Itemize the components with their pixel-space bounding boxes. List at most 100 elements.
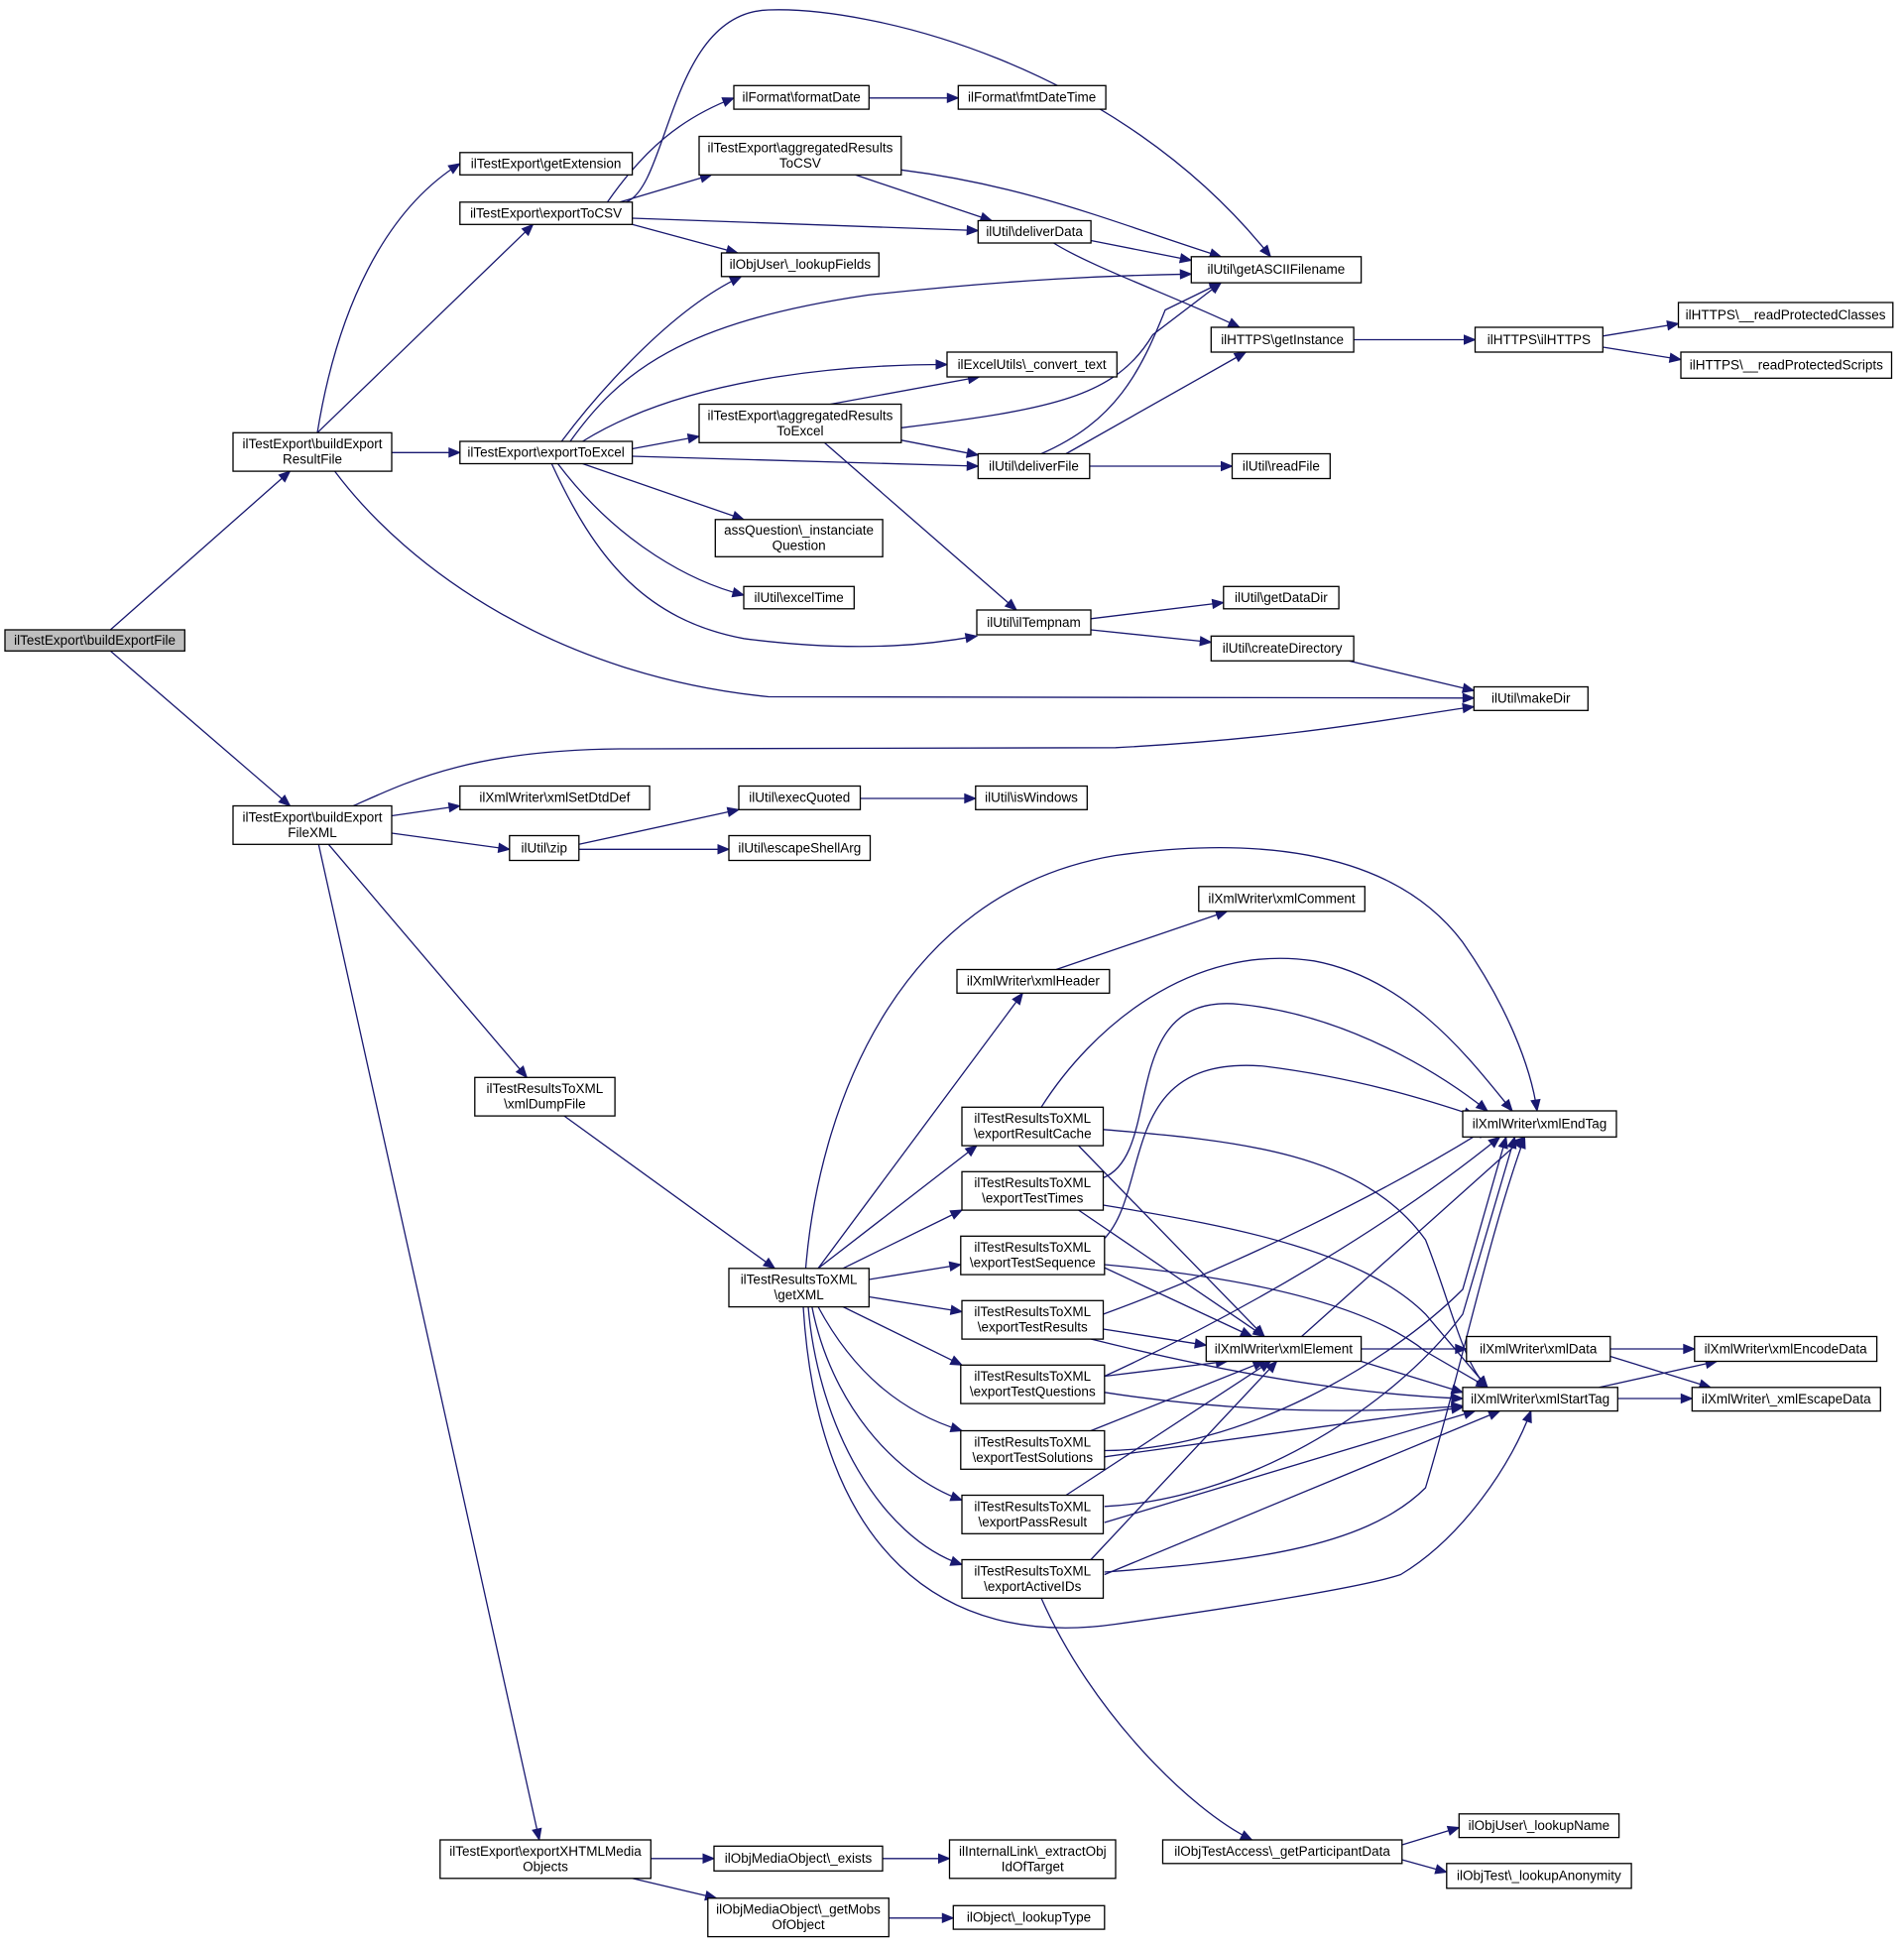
- node-exportResultCache[interactable]: ilTestResultsToXML\exportResultCache: [961, 1106, 1105, 1147]
- node-formatDate[interactable]: ilFormat\formatDate: [733, 84, 870, 110]
- node-exportToCSV[interactable]: ilTestExport\exportToCSV: [459, 201, 634, 225]
- node-getASCIIFilename[interactable]: ilUtil\getASCIIFilename: [1190, 256, 1363, 284]
- edge-xmlHeader-to-xmlComment: [1055, 910, 1229, 971]
- edge-line: [1361, 1360, 1464, 1394]
- node-xmlComment[interactable]: ilXmlWriter\xmlComment: [1198, 886, 1366, 913]
- node-label: ilObjMediaObject\_getMobs: [716, 1902, 881, 1917]
- edge-line: [569, 273, 1192, 442]
- node-exportTestSequence[interactable]: ilTestResultsToXML\exportTestSequence: [960, 1235, 1106, 1276]
- node-readFile[interactable]: ilUtil\readFile: [1231, 452, 1331, 480]
- edge-aggregatedResultsToExcel-to-convertText: [830, 373, 981, 406]
- node-readProtectedClasses[interactable]: ilHTTPS\__readProtectedClasses: [1677, 302, 1894, 328]
- node-convertText[interactable]: ilExcelUtils\_convert_text: [946, 351, 1118, 378]
- node-label: ilXmlWriter\xmlEndTag: [1473, 1116, 1607, 1131]
- node-label: ilObjMediaObject\_exists: [725, 1851, 873, 1866]
- node-zip[interactable]: ilUtil\zip: [509, 834, 580, 862]
- node-lookupType[interactable]: ilObject\_lookupType: [952, 1904, 1106, 1930]
- node-getParticipantData[interactable]: ilObjTestAccess\_getParticipantData: [1161, 1839, 1403, 1865]
- edge-line: [1103, 1328, 1207, 1346]
- node-ilHTTPS[interactable]: ilHTTPS\ilHTTPS: [1474, 326, 1604, 353]
- node-getXML[interactable]: ilTestResultsToXML\getXML: [728, 1268, 870, 1308]
- node-getDataDir[interactable]: ilUtil\getDataDir: [1223, 585, 1340, 610]
- edge-exportTestSolutions-to-xmlElement: [1090, 1360, 1266, 1432]
- node-deliverFile[interactable]: ilUtil\deliverFile: [977, 452, 1091, 480]
- node-exportPassResult[interactable]: ilTestResultsToXML\exportPassResult: [961, 1494, 1105, 1534]
- arrowhead: [1666, 319, 1680, 331]
- node-xmlEscapeData[interactable]: ilXmlWriter\_xmlEscapeData: [1691, 1387, 1881, 1412]
- node-xmlEncodeData[interactable]: ilXmlWriter\xmlEncodeData: [1694, 1335, 1878, 1363]
- node-getExtension[interactable]: ilTestExport\getExtension: [459, 152, 634, 176]
- edge-exportTestSequence-to-xmlStartTag: [1104, 1264, 1489, 1389]
- node-execQuoted[interactable]: ilUtil\execQuoted: [738, 785, 862, 810]
- edge-line: [1301, 1136, 1525, 1337]
- arrowhead: [964, 633, 979, 644]
- edge-createDirectory-to-makeDir: [1348, 660, 1476, 693]
- node-box: [707, 1897, 890, 1938]
- node-box: [1190, 256, 1363, 284]
- node-xmlDumpFile[interactable]: ilTestResultsToXML\xmlDumpFile: [474, 1076, 616, 1117]
- node-box: [1462, 1110, 1617, 1138]
- arrowhead: [1199, 636, 1213, 647]
- node-xmlStartTag[interactable]: ilXmlWriter\xmlStartTag: [1462, 1387, 1618, 1412]
- edge-line: [1090, 1360, 1265, 1432]
- node-escapeShellArg[interactable]: ilUtil\escapeShellArg: [728, 834, 872, 862]
- node-exportTestResults[interactable]: ilTestResultsToXML\exportTestResults: [961, 1299, 1105, 1340]
- node-label: ilTestExport\exportToExcel: [467, 445, 624, 460]
- edge-execQuoted-to-isWindows: [860, 792, 978, 804]
- node-label: \exportTestSequence: [970, 1256, 1096, 1271]
- node-xmlEndTag[interactable]: ilXmlWriter\xmlEndTag: [1462, 1110, 1617, 1138]
- node-lookupAnonymity[interactable]: ilObjTest\_lookupAnonymity: [1446, 1863, 1632, 1889]
- edge-line: [1055, 911, 1228, 971]
- arrowhead: [949, 1555, 964, 1566]
- node-label: ilUtil\zip: [522, 840, 568, 855]
- node-label: ilTestExport\exportToCSV: [470, 205, 622, 220]
- edge-exportXHTMLMediaObjects-to-getMobsOfObject: [632, 1878, 718, 1901]
- node-getInstance[interactable]: ilHTTPS\getInstance: [1210, 326, 1355, 353]
- arrowhead: [1451, 1393, 1465, 1403]
- node-lookupName[interactable]: ilObjUser\_lookupName: [1458, 1813, 1620, 1839]
- node-buildExportFile[interactable]: ilTestExport\buildExportFile: [4, 629, 185, 652]
- node-exists[interactable]: ilObjMediaObject\_exists: [713, 1845, 884, 1872]
- node-label: ilExcelUtils\_convert_text: [958, 357, 1107, 372]
- node-xmlElement[interactable]: ilXmlWriter\xmlElement: [1205, 1335, 1363, 1363]
- node-xmlHeader[interactable]: ilXmlWriter\xmlHeader: [956, 968, 1111, 994]
- node-readProtectedScripts[interactable]: ilHTTPS\__readProtectedScripts: [1680, 351, 1893, 379]
- node-deliverData[interactable]: ilUtil\deliverData: [977, 219, 1092, 244]
- edge-line: [316, 163, 461, 433]
- arrowhead: [1475, 1377, 1489, 1389]
- node-xmlSetDtdDef[interactable]: ilXmlWriter\xmlSetDtdDef: [459, 785, 651, 810]
- node-exportTestTimes[interactable]: ilTestResultsToXML\exportTestTimes: [961, 1170, 1105, 1211]
- node-fmtDateTime[interactable]: ilFormat\fmtDateTime: [957, 84, 1107, 110]
- edge-getInstance-to-ilHTTPS: [1354, 334, 1477, 345]
- node-exportTestQuestions[interactable]: ilTestResultsToXML\exportTestQuestions: [960, 1364, 1106, 1404]
- node-lookupFields[interactable]: ilObjUser\_lookupFields: [720, 252, 880, 278]
- arrowhead: [1500, 1098, 1513, 1113]
- node-isWindows[interactable]: ilUtil\isWindows: [975, 785, 1088, 810]
- edge-line: [1090, 601, 1224, 620]
- node-exportToExcel[interactable]: ilTestExport\exportToExcel: [459, 440, 634, 465]
- edge-line: [807, 1306, 963, 1566]
- node-ilTempnam[interactable]: ilUtil\ilTempnam: [976, 609, 1092, 636]
- node-excelTime[interactable]: ilUtil\excelTime: [743, 585, 855, 610]
- edge-line: [830, 376, 980, 406]
- edge-xmlStartTag-to-xmlEncodeData: [1599, 1358, 1719, 1389]
- edge-line: [1065, 351, 1247, 455]
- node-label: ilTestResultsToXML: [974, 1499, 1091, 1514]
- node-exportActiveIDs[interactable]: ilTestResultsToXML\exportActiveIDs: [961, 1558, 1105, 1599]
- node-label: ilXmlWriter\xmlHeader: [967, 974, 1101, 989]
- node-createDirectory[interactable]: ilUtil\createDirectory: [1210, 635, 1355, 662]
- node-label: ilXmlWriter\xmlEncodeData: [1705, 1341, 1868, 1356]
- edge-getParticipantData-to-lookupName: [1401, 1825, 1461, 1846]
- node-box: [961, 1170, 1105, 1211]
- node-makeDir[interactable]: ilUtil\makeDir: [1473, 685, 1589, 711]
- node-exportTestSolutions[interactable]: ilTestResultsToXML\exportTestSolutions: [960, 1429, 1106, 1470]
- node-xmlData[interactable]: ilXmlWriter\xmlData: [1466, 1335, 1611, 1363]
